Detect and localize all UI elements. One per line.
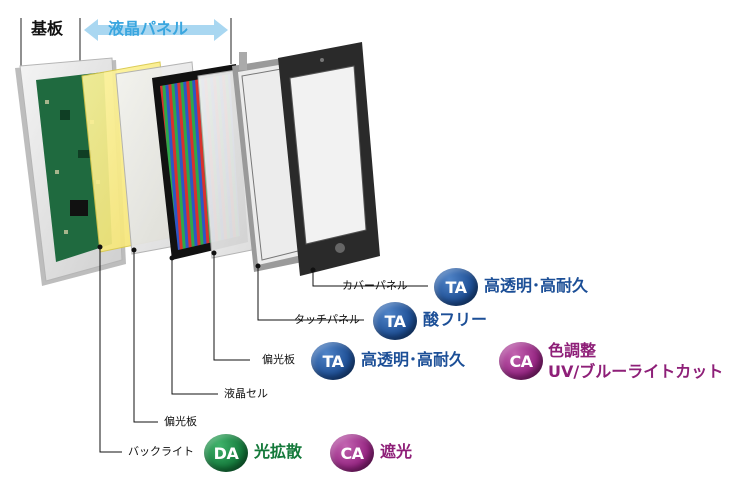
rear-polarizer-label: 偏光板 [164, 415, 197, 428]
ta-badge-polarizer: TA [311, 342, 355, 380]
touch-panel-label: タッチパネル [294, 313, 360, 326]
front-polarizer-ca-desc-2: UV/ブルーライトカット [548, 362, 724, 381]
backlight-ca-desc: 遮光 [380, 442, 413, 461]
leader-front-polarizer [213, 253, 250, 361]
da-badge-backlight: DA [204, 434, 248, 472]
lcd-panel-header: 液晶パネル [108, 19, 189, 38]
leader-lcd-cell [171, 258, 218, 395]
substrate-header: 基板 [31, 19, 64, 38]
backlight-label: バックライト [128, 445, 194, 458]
lcd-cell-label: 液晶セル [224, 387, 268, 400]
lcd-panel-range-arrow [84, 19, 228, 41]
leader-backlight [99, 247, 122, 453]
leader-rear-polarizer [133, 250, 158, 423]
front-polarizer-ca-desc-1: 色調整 [548, 341, 597, 360]
ca-badge-backlight: CA [330, 434, 374, 472]
touch-panel-desc: 酸フリー [423, 310, 488, 329]
front-polarizer-label: 偏光板 [262, 353, 295, 366]
home-button-icon [335, 243, 345, 253]
cover-panel-window [289, 65, 367, 245]
touch-panel-connector [239, 52, 247, 70]
backlight-da-desc: 光拡散 [254, 442, 303, 461]
leader-cover-panel [312, 270, 428, 287]
leader-touch-panel [257, 266, 364, 321]
ta-badge-cover: TA [434, 268, 478, 306]
cover-panel-label: カバーパネル [342, 279, 408, 292]
ta-badge-touch: TA [373, 302, 417, 340]
front-polarizer-ta-desc: 高透明･高耐久 [361, 350, 466, 369]
ca-badge-polarizer: CA [499, 342, 543, 380]
cover-panel-desc: 高透明･高耐久 [484, 276, 589, 295]
